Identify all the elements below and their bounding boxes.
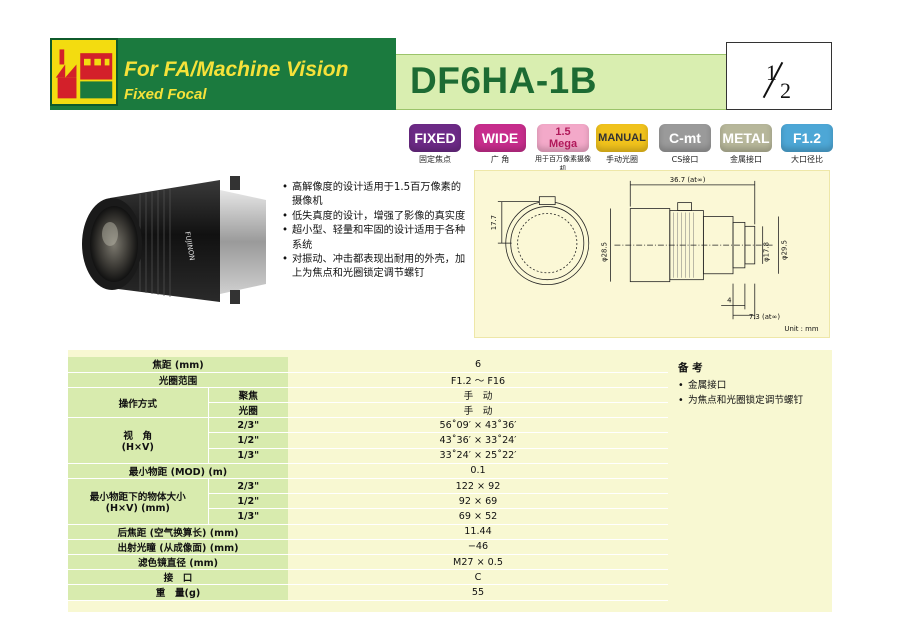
unit-label: Unit : mm	[784, 325, 819, 333]
badge-wide-caption: 广 角	[490, 155, 510, 164]
model-name: DF6HA-1B	[410, 60, 597, 101]
table-row: 最小物距 (MOD) (m) 0.1	[68, 463, 668, 480]
table-row: 接 口 C	[68, 569, 668, 586]
dim-28-5-label: φ28.5	[601, 242, 609, 262]
dim-17-8-label: φ17.8	[763, 242, 771, 262]
focal-length-label: 焦距 (mm)	[68, 357, 288, 373]
table-row: 1/2" 92 × 69	[68, 493, 668, 510]
category-subtitle: Fixed Focal	[124, 86, 207, 103]
badge-mega-caption: 用于百万像素摄像机	[535, 155, 591, 173]
dim-length-label: 36.7 (at∞)	[670, 176, 706, 184]
badge-metal-caption: 金属接口	[730, 155, 762, 164]
mount-label: 接 口	[68, 569, 288, 586]
back-focal-value: 11.44	[288, 524, 668, 540]
table-row: 出射光瞳 (从成像面) (mm) −46	[68, 539, 668, 555]
table-row: 光圈 手 动	[68, 402, 668, 419]
sensor-format-box	[726, 42, 832, 110]
table-row: 最小物距下的物体大小 (H×V) (mm) 2/3" 122 × 92	[68, 478, 668, 525]
focus-label: 聚焦	[207, 387, 288, 404]
remarks-item: 为焦点和光圈锁定调节螺钉	[678, 394, 828, 407]
format-numerator: 1	[766, 60, 777, 85]
feature-list: 高解像度的设计适用于1.5百万像素的摄像机 低失真度的设计，增强了影像的真实度 …	[282, 181, 470, 282]
badge-mega-bottom: Mega	[548, 138, 578, 150]
obj-12-label: 1/2"	[207, 493, 288, 510]
iris-label: 光圈	[207, 402, 288, 419]
angle-13-label: 1/3"	[207, 448, 288, 464]
feature-item: 低失真度的设计，增强了影像的真实度	[282, 210, 470, 225]
remarks-title: 备 考	[678, 362, 703, 374]
model-banner	[396, 54, 726, 110]
angle-13-value: 33˚24′ × 25˚22′	[288, 448, 668, 464]
weight-value: 55	[288, 584, 668, 601]
table-row: 后焦距 (空气换算长) (mm) 11.44	[68, 524, 668, 540]
table-row: 焦距 (mm) 6	[68, 357, 668, 373]
badge-cmount: C-mt	[659, 124, 711, 152]
table-row: 光圈范围 F1.2 ～ F16	[68, 372, 668, 388]
back-focal-label: 后焦距 (空气换算长) (mm)	[68, 524, 288, 540]
dimension-drawing: 36.7 (at∞) 17.7 φ28.5 φ17.8 φ29.5 4 7.3 …	[474, 170, 830, 338]
feature-item: 对振动、冲击都表现出耐用的外壳，加上为焦点和光圈锁定调节螺钉	[282, 253, 470, 282]
table-row: 滤色镜直径 (mm) M27 × 0.5	[68, 554, 668, 571]
table-row: 1/3" 69 × 52	[68, 508, 668, 525]
mod-label: 最小物距 (MOD) (m)	[68, 463, 288, 480]
exit-pupil-value: −46	[288, 539, 668, 555]
lens-photo: FUJINON	[70, 172, 280, 312]
dim-4-label: 4	[727, 296, 731, 304]
badge-wide: WIDE	[474, 124, 526, 152]
angle-12-value: 43˚36′ × 33˚24′	[288, 432, 668, 449]
badge-cmount-caption: CS接口	[671, 155, 699, 164]
focus-value: 手 动	[288, 387, 668, 404]
operation-label: 操作方式	[68, 387, 208, 419]
weight-label: 重 量(g)	[68, 584, 288, 601]
exit-pupil-label: 出射光瞳 (从成像面) (mm)	[68, 539, 288, 555]
table-row: 操作方式 聚焦 手 动	[68, 387, 668, 419]
mount-value: C	[288, 569, 668, 586]
table-row: 视 角 (H×V) 2/3" 56˚09′ × 43˚36′	[68, 417, 668, 464]
dim-29-5-label: φ29.5	[780, 240, 788, 260]
filter-label: 滤色镜直径 (mm)	[68, 554, 288, 571]
dim-17-7-label: 17.7	[490, 215, 498, 230]
badge-f12: F1.2	[781, 124, 833, 152]
aperture-value: F1.2 ～ F16	[288, 372, 668, 388]
badge-manual: MANUAL	[596, 124, 648, 152]
category-title: For FA/Machine Vision	[124, 58, 349, 81]
feature-item: 高解像度的设计适用于1.5百万像素的摄像机	[282, 181, 470, 210]
obj-13-label: 1/3"	[207, 508, 288, 525]
angle-label-line2: (H×V)	[121, 442, 154, 454]
specs-table: 焦距 (mm) 6 光圈范围 F1.2 ～ F16 操作方式 聚焦 手 动 光圈…	[68, 357, 668, 601]
angle-label-line1: 视 角	[123, 431, 153, 443]
filter-value: M27 × 0.5	[288, 554, 668, 571]
focal-length-value: 6	[288, 357, 668, 373]
angle-23-label: 2/3"	[207, 417, 288, 434]
table-row: 1/3" 33˚24′ × 25˚22′	[68, 448, 668, 464]
remarks: 备 考 金属接口 为焦点和光圈锁定调节螺钉	[678, 360, 828, 409]
badge-metal: METAL	[720, 124, 772, 152]
object-size-line1: 最小物距下的物体大小	[89, 491, 186, 503]
badge-f12-caption: 大口径比	[791, 155, 823, 164]
iris-value: 手 动	[288, 402, 668, 419]
angle-23-value: 56˚09′ × 43˚36′	[288, 417, 668, 434]
badge-manual-caption: 手动光圈	[606, 155, 638, 164]
object-size-label: 最小物距下的物体大小 (H×V) (mm)	[68, 478, 208, 525]
dim-7-3-label: 7.3 (at∞)	[749, 313, 781, 321]
remarks-item: 金属接口	[678, 379, 828, 392]
angle-12-label: 1/2"	[207, 432, 288, 449]
factory-logo-icon	[50, 38, 118, 106]
obj-13-value: 69 × 52	[288, 508, 668, 525]
badge-fixed: FIXED	[409, 124, 461, 152]
format-denominator: 2	[780, 78, 791, 103]
mod-value: 0.1	[288, 463, 668, 480]
aperture-label: 光圈范围	[68, 372, 288, 388]
table-row: 1/2" 43˚36′ × 33˚24′	[68, 432, 668, 449]
feature-item: 超小型、轻量和牢固的设计适用于各种系统	[282, 224, 470, 253]
badge-fixed-caption: 固定焦点	[419, 155, 451, 164]
object-size-line2: (H×V) (mm)	[105, 502, 170, 514]
angle-of-view-label: 视 角 (H×V)	[68, 417, 208, 464]
obj-23-label: 2/3"	[207, 478, 288, 495]
badge-mega-top: 1.5	[555, 126, 571, 138]
badge-mega: 1.5 Mega	[537, 124, 589, 152]
table-row: 重 量(g) 55	[68, 584, 668, 601]
obj-23-value: 122 × 92	[288, 478, 668, 495]
obj-12-value: 92 × 69	[288, 493, 668, 510]
